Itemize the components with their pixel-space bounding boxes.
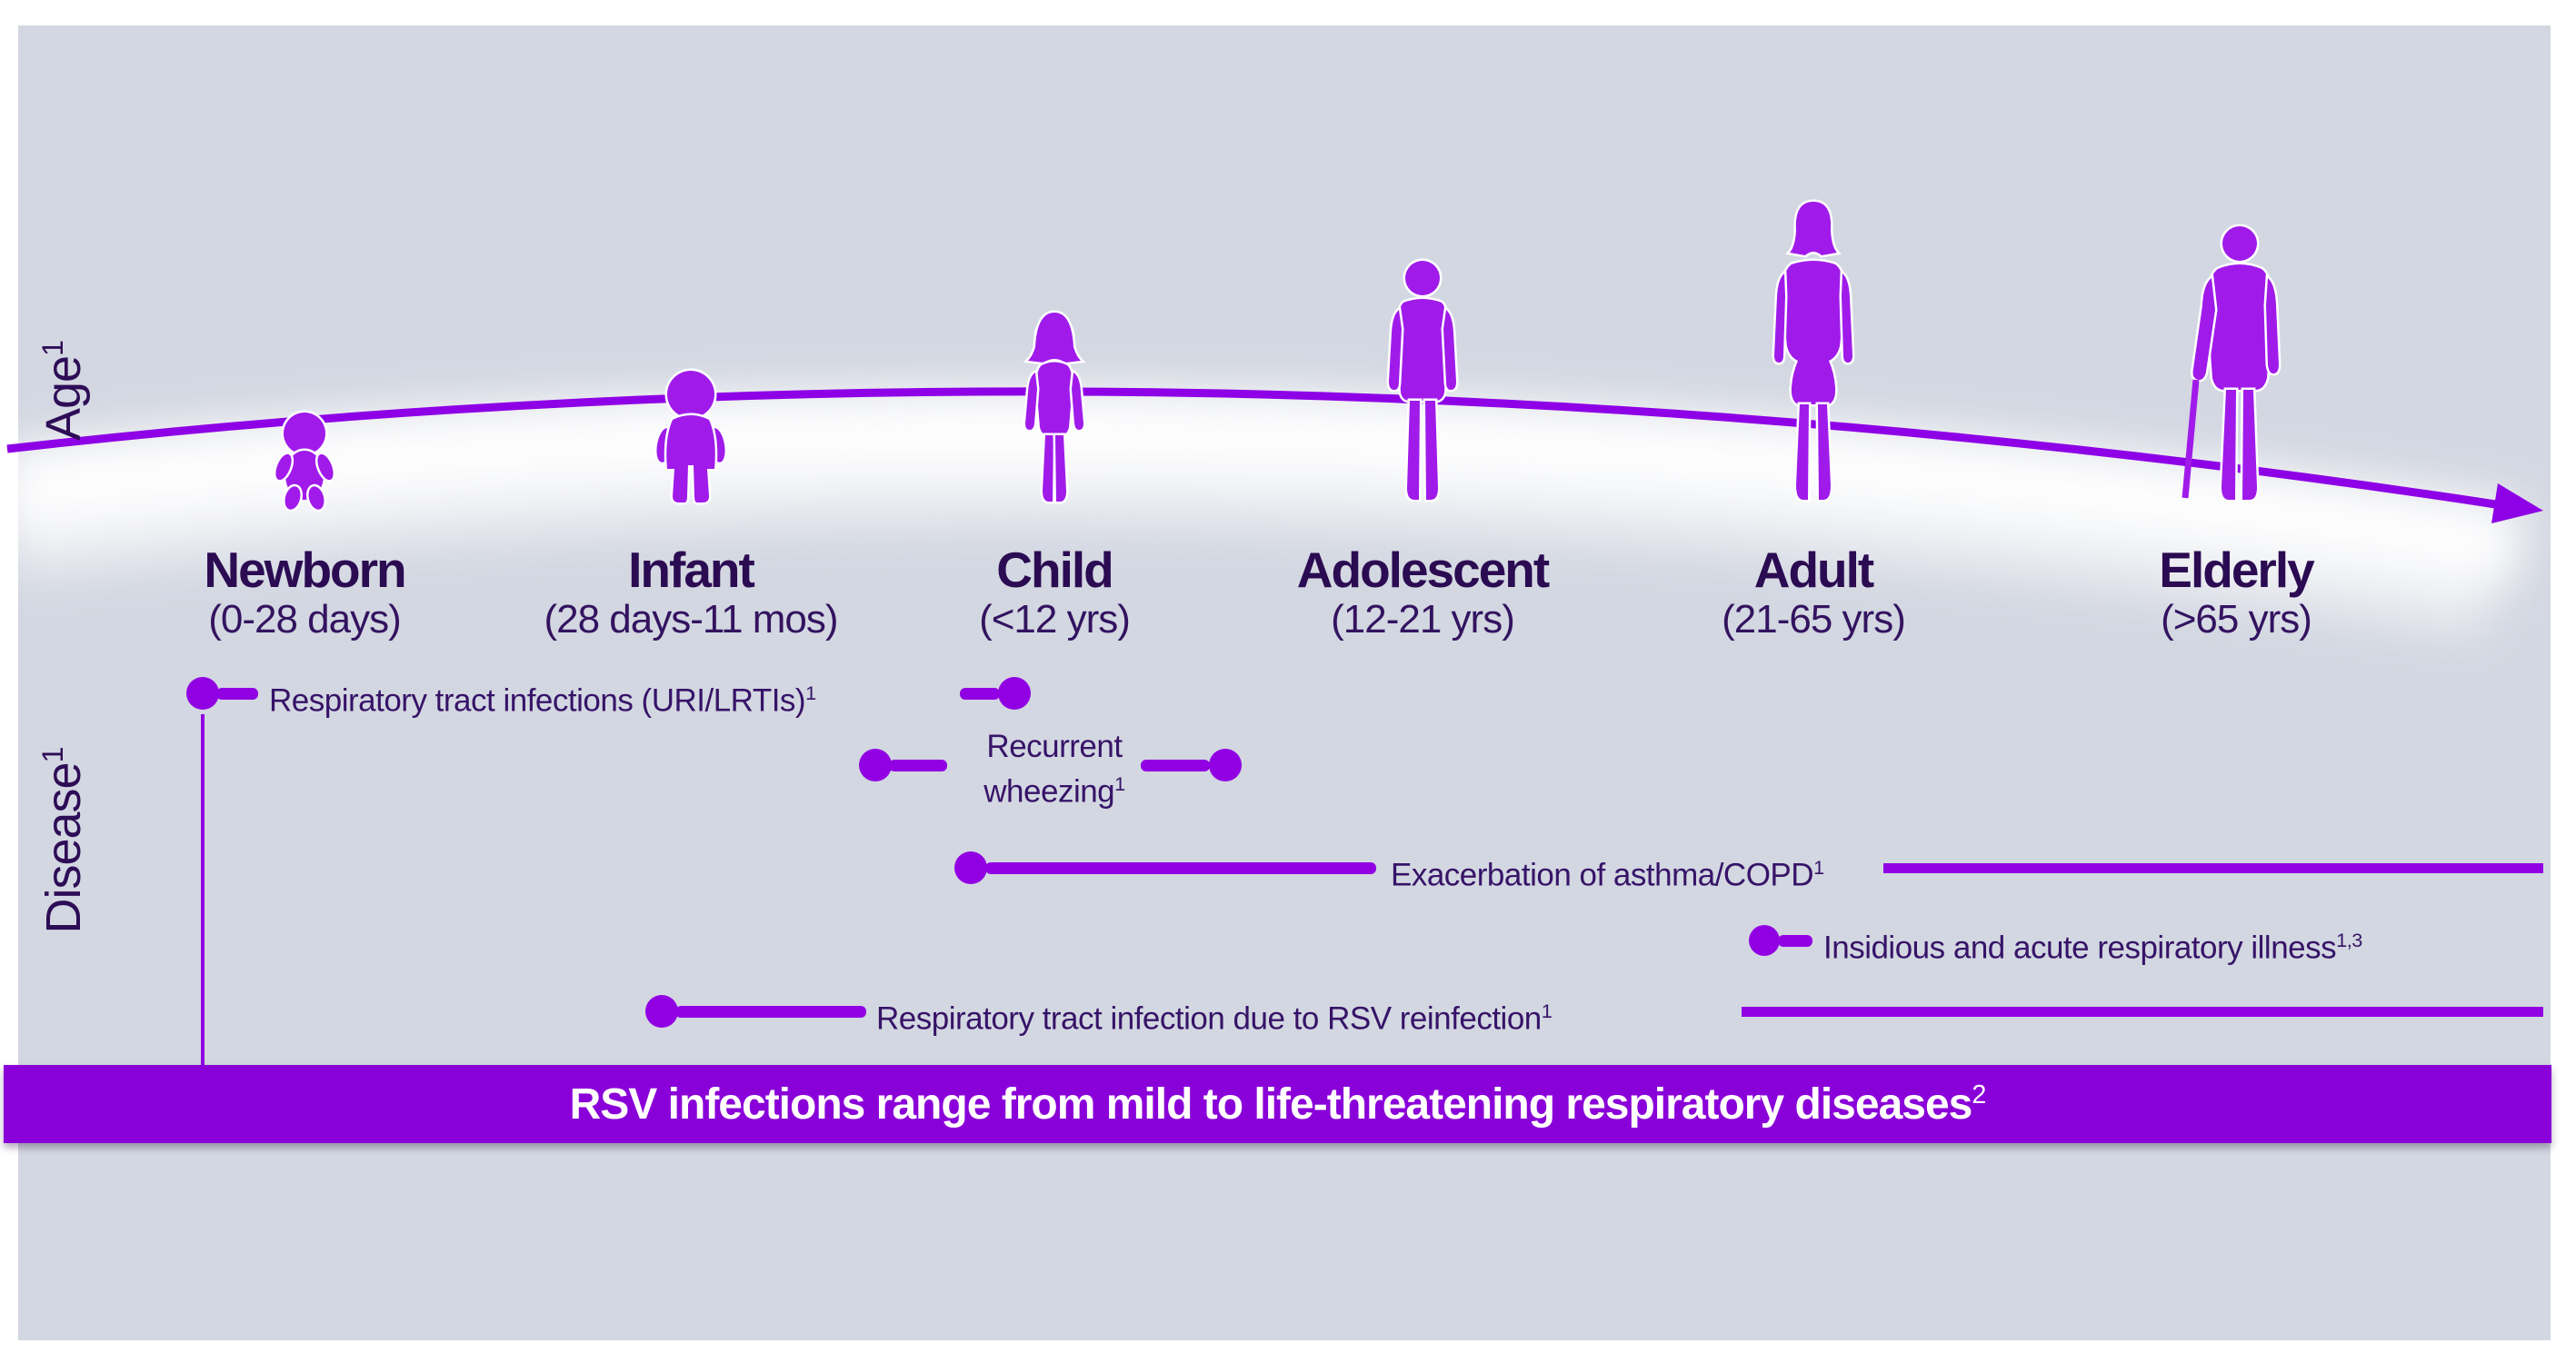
- disease-text-line1: Recurrent: [986, 729, 1123, 764]
- adult-silhouette-icon: [1772, 199, 1855, 502]
- rsv-banner: RSV infections range from mild to life-t…: [4, 1065, 2551, 1143]
- adolescent-silhouette-icon: [1386, 258, 1459, 502]
- disease-label-recurrent-wheezing: Recurrent wheezing1: [983, 728, 1125, 811]
- age-group-name: Infant: [628, 542, 755, 598]
- disease-footnote: 1: [1541, 1000, 1553, 1022]
- disease-timelines: [186, 677, 2543, 1065]
- timeline2-end-dot: [1209, 749, 1242, 781]
- timeline1-start-dot: [186, 677, 219, 710]
- disease-label-uri-lrtis: Respiratory tract infections (URI/LRTIs)…: [269, 673, 816, 719]
- timeline2-right-rule: [1141, 760, 1210, 771]
- age-timeline-arrow: [2491, 483, 2543, 523]
- timeline1-end-dot: [998, 677, 1031, 710]
- age-group-child: Child (<12 yrs): [979, 542, 1131, 643]
- disease-text-line2: wheezing1: [983, 765, 1125, 811]
- disease-text: wheezing: [983, 773, 1115, 810]
- disease-axis-label: Disease1: [35, 747, 92, 933]
- elderly-silhouette-icon: [2182, 224, 2281, 502]
- disease-footnote: 1: [805, 682, 816, 704]
- infant-silhouette-icon: [654, 368, 728, 505]
- age-group-name: Child: [996, 542, 1113, 598]
- age-group-range: (>65 yrs): [2161, 597, 2312, 642]
- timeline1-left-rule: [216, 688, 258, 700]
- age-axis-footnote: 1: [36, 340, 69, 356]
- timeline4-start-dot: [1749, 925, 1780, 956]
- disease-axis-footnote: 1: [36, 747, 69, 763]
- cane-icon: [2182, 379, 2200, 499]
- disease-axis-text: Disease: [36, 762, 91, 934]
- timeline2-start-dot: [859, 749, 892, 781]
- age-group-adult: Adult (21-65 yrs): [1722, 542, 1906, 643]
- child-silhouette-icon: [1023, 310, 1086, 504]
- age-group-name: Adult: [1753, 542, 1875, 598]
- banner-message: RSV infections range from mild to life-t…: [569, 1079, 1973, 1129]
- timeline3-left-rule: [985, 862, 1376, 874]
- timeline4-left-rule: [1778, 935, 1812, 947]
- disease-footnote: 1,3: [2336, 929, 2362, 951]
- newborn-silhouette-icon: [273, 410, 336, 512]
- timeline3-right-rule: [1883, 863, 2543, 873]
- age-group-infant: Infant (28 days-11 mos): [544, 542, 838, 643]
- disease-label-insidious-acute: Insidious and acute respiratory illness1…: [1823, 920, 2362, 966]
- disease-text: Respiratory tract infections (URI/LRTIs): [269, 682, 806, 719]
- age-group-range: (21-65 yrs): [1722, 597, 1906, 642]
- banner-footnote: 2: [1972, 1079, 1986, 1109]
- disease-text: Insidious and acute respiratory illness: [1823, 930, 2337, 966]
- age-group-name: Newborn: [204, 542, 406, 598]
- timeline1-connector-line: [201, 714, 205, 1065]
- timeline3-start-dot: [954, 851, 987, 884]
- age-arc: [6, 387, 2502, 510]
- disease-label-rsv-reinfection: Respiratory tract infection due to RSV r…: [876, 991, 1553, 1037]
- age-group-range: (<12 yrs): [979, 597, 1131, 642]
- disease-footnote: 1: [1813, 856, 1824, 879]
- age-group-name: Adolescent: [1296, 542, 1550, 598]
- timeline1-right-rule: [960, 688, 1000, 700]
- age-axis-text: Age: [36, 355, 91, 442]
- age-group-newborn: Newborn (0-28 days): [204, 542, 406, 643]
- age-group-name: Elderly: [2159, 542, 2314, 598]
- age-group-elderly: Elderly (>65 yrs): [2159, 542, 2314, 643]
- disease-label-asthma-copd: Exacerbation of asthma/COPD1: [1391, 848, 1824, 893]
- timeline2-left-rule: [889, 760, 947, 771]
- age-group-adolescent: Adolescent (12-21 yrs): [1296, 542, 1550, 643]
- disease-footnote: 1: [1114, 772, 1125, 795]
- timeline5-start-dot: [645, 995, 678, 1028]
- arc-glow-soft: [1, 413, 2499, 636]
- age-group-range: (28 days-11 mos): [544, 597, 838, 642]
- timeline5-right-rule: [1742, 1007, 2543, 1017]
- age-group-range: (12-21 yrs): [1331, 597, 1515, 642]
- age-axis-label: Age1: [35, 341, 92, 441]
- age-group-range: (0-28 days): [208, 597, 402, 642]
- timeline5-left-rule: [675, 1006, 866, 1018]
- banner-text: RSV infections range from mild to life-t…: [569, 1079, 1987, 1129]
- disease-text: Respiratory tract infection due to RSV r…: [876, 1000, 1542, 1037]
- disease-text: Exacerbation of asthma/COPD: [1391, 857, 1814, 893]
